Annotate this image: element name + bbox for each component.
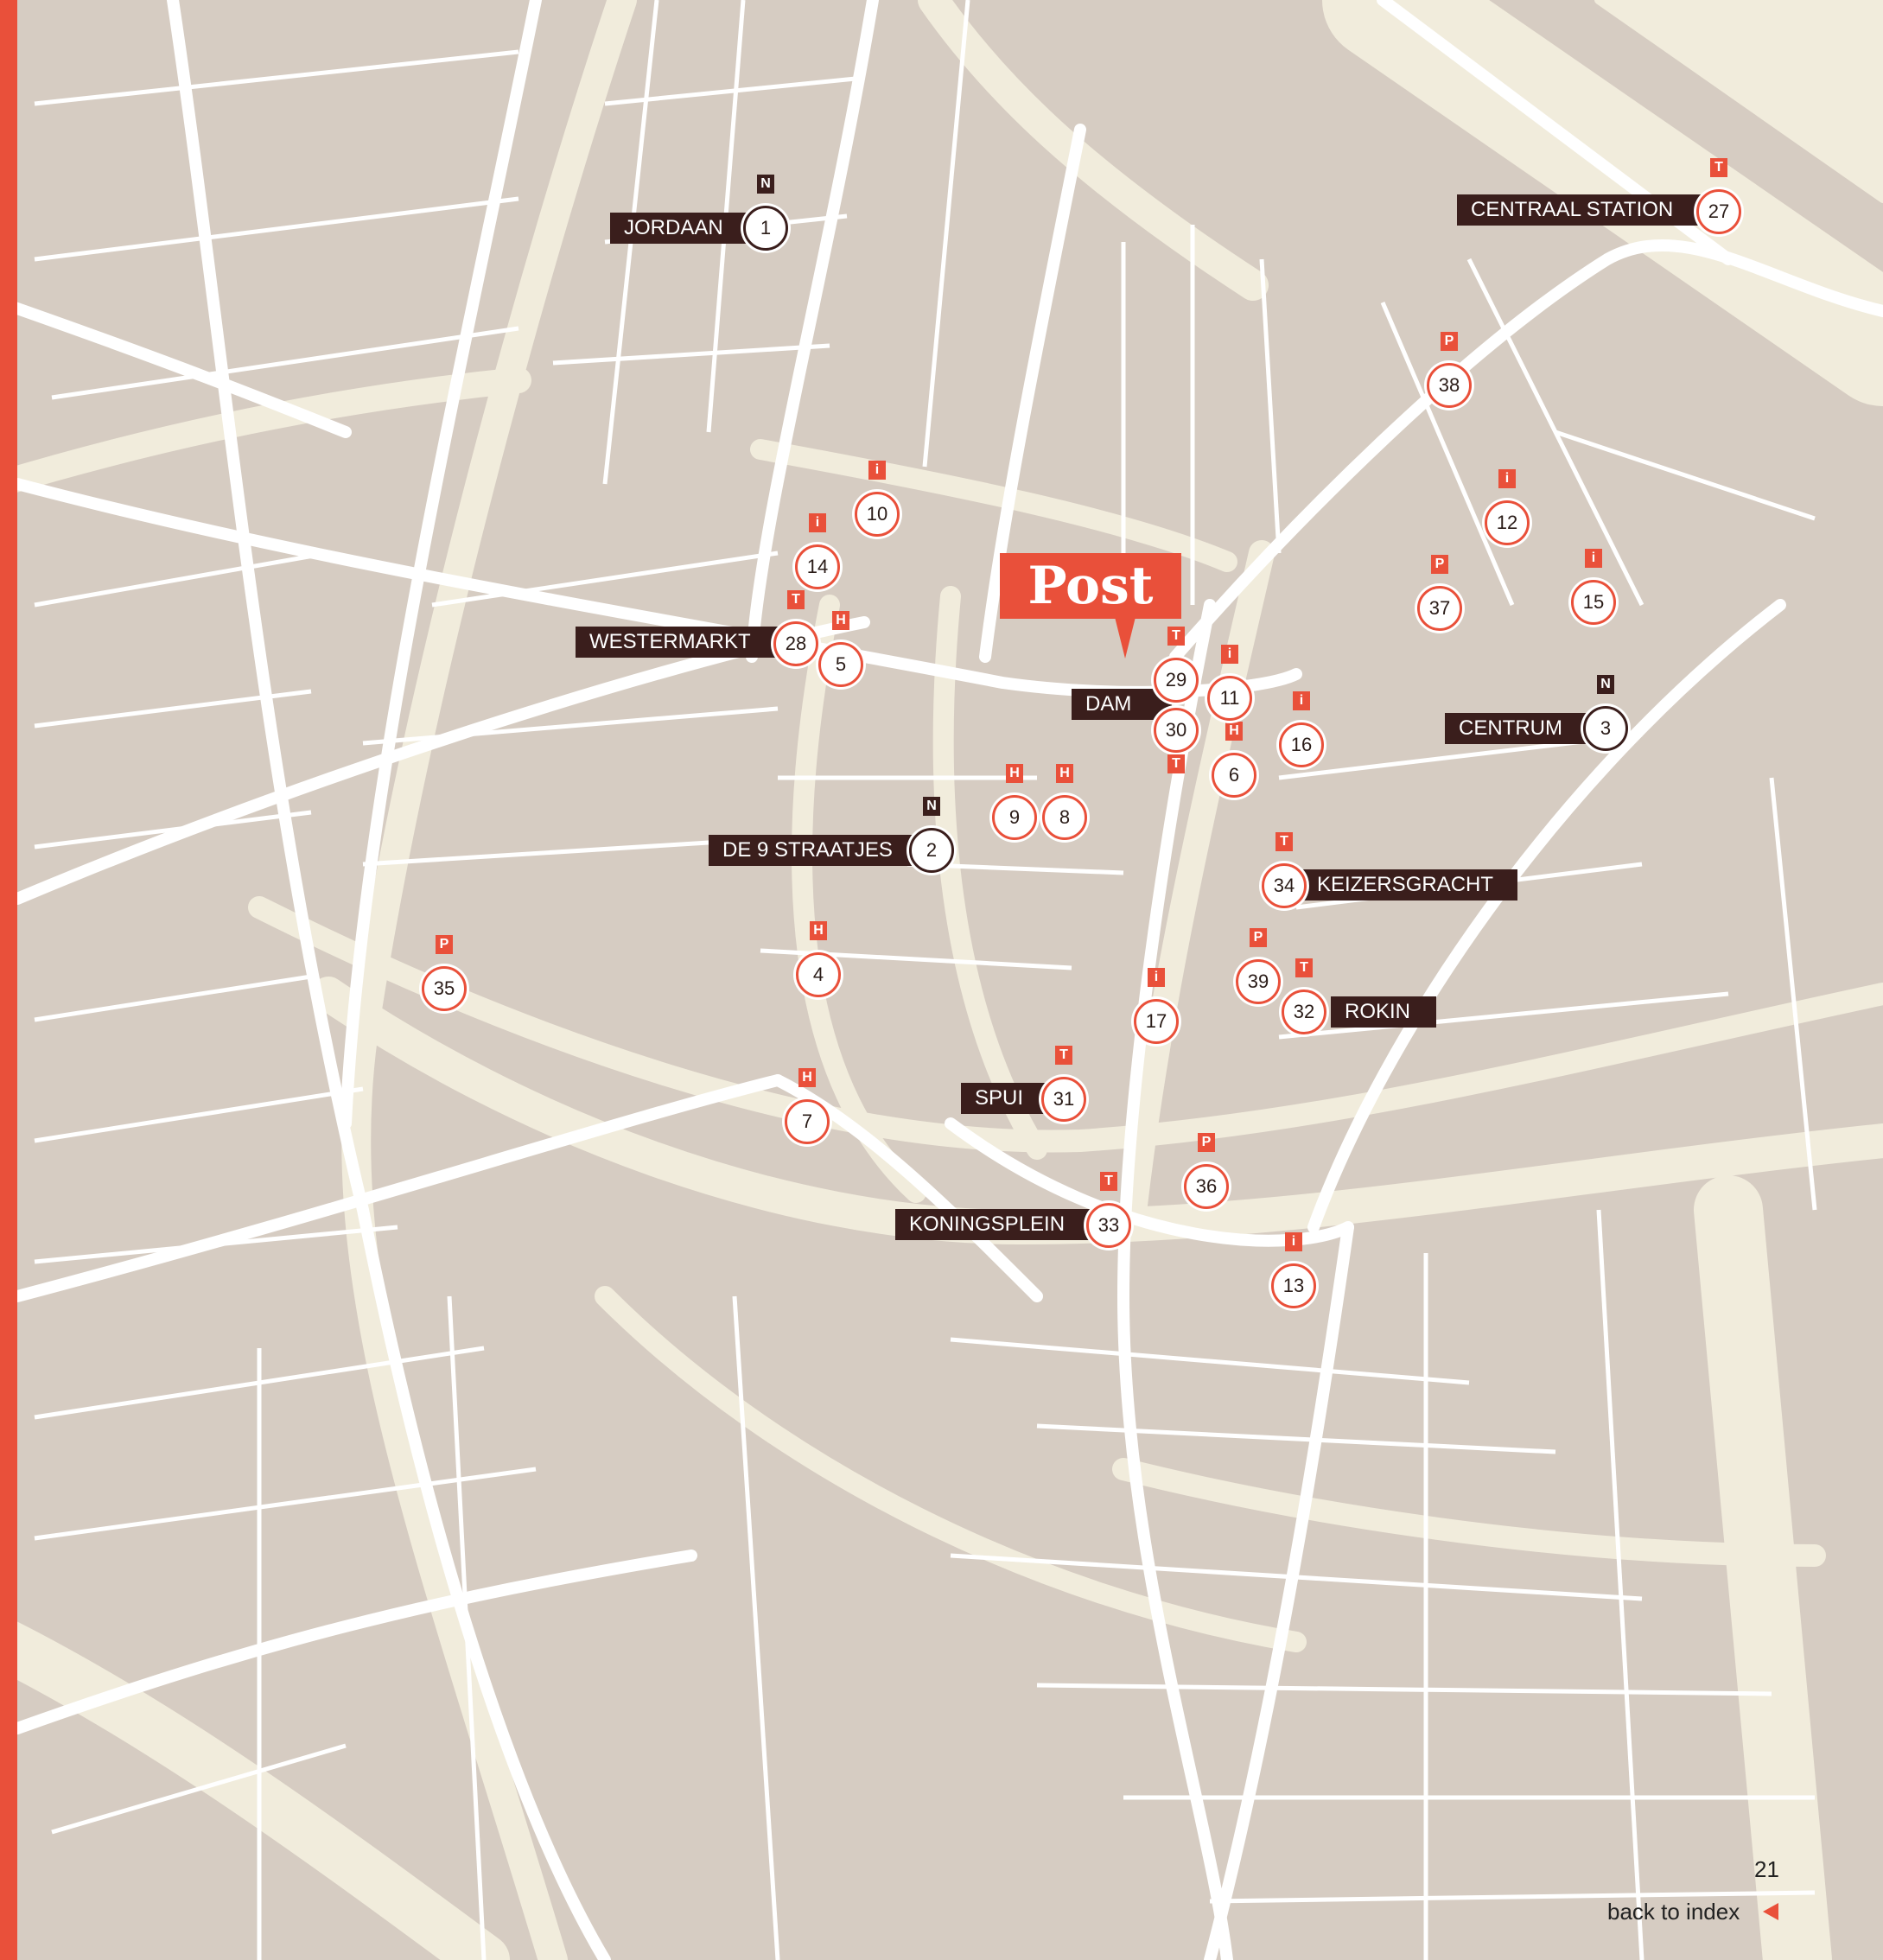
marker-number: 9 xyxy=(992,795,1037,840)
marker-number: 4 xyxy=(796,952,841,997)
left-accent-stripe xyxy=(0,0,17,1960)
marker-type-badge: N xyxy=(923,797,940,816)
back-to-index-link[interactable]: back to index xyxy=(1607,1899,1740,1925)
marker-number: 33 xyxy=(1086,1203,1131,1248)
marker-number: 28 xyxy=(773,621,818,666)
marker-number: 30 xyxy=(1154,708,1199,753)
page-number: 21 xyxy=(1754,1856,1779,1882)
marker-type-badge: i xyxy=(1221,645,1238,664)
marker-type-badge: H xyxy=(1006,764,1023,783)
marker-type-badge: N xyxy=(757,175,774,194)
marker-number: 35 xyxy=(422,966,467,1011)
marker-number: 15 xyxy=(1571,580,1616,625)
marker-type-badge: i xyxy=(1293,691,1310,710)
marker-type-badge: H xyxy=(798,1068,816,1087)
marker-type-badge: T xyxy=(1100,1172,1117,1191)
marker-number: 12 xyxy=(1485,500,1530,545)
marker-type-badge: i xyxy=(809,513,826,532)
post-pointer-icon xyxy=(1115,617,1136,659)
marker-type-badge: i xyxy=(1285,1232,1302,1251)
marker-number: 38 xyxy=(1427,363,1472,408)
label-spui: SPUI xyxy=(961,1083,1051,1114)
marker-type-badge: P xyxy=(436,935,453,954)
marker-type-badge: H xyxy=(1225,722,1243,741)
marker-type-badge: i xyxy=(1498,469,1516,488)
label-westermarkt: WESTERMARKT xyxy=(576,627,790,658)
label-centraal-station: CENTRAAL STATION xyxy=(1457,194,1716,226)
marker-type-badge: P xyxy=(1431,555,1448,574)
marker-type-badge: T xyxy=(1710,158,1727,177)
marker-number: 6 xyxy=(1212,753,1256,798)
marker-number: 13 xyxy=(1271,1263,1316,1308)
marker-type-badge: i xyxy=(868,461,886,480)
marker-type-badge: H xyxy=(1056,764,1073,783)
post-logo: Post xyxy=(1000,553,1181,619)
marker-number: 8 xyxy=(1042,795,1087,840)
marker-number: 7 xyxy=(785,1099,830,1144)
marker-number: 1 xyxy=(743,206,788,251)
marker-number: 5 xyxy=(818,642,863,687)
marker-number: 36 xyxy=(1184,1164,1229,1209)
marker-number: 32 xyxy=(1282,990,1326,1034)
label-rokin: ROKIN xyxy=(1331,996,1436,1028)
marker-type-badge: T xyxy=(1295,958,1313,977)
marker-number: 34 xyxy=(1262,863,1307,908)
marker-number: 27 xyxy=(1696,189,1741,234)
marker-type-badge: H xyxy=(832,611,849,630)
marker-number: 10 xyxy=(855,492,900,537)
label-centrum: CENTRUM xyxy=(1445,713,1600,744)
back-arrow-icon[interactable] xyxy=(1763,1903,1778,1920)
marker-number: 29 xyxy=(1154,658,1199,703)
marker-type-badge: T xyxy=(787,590,805,609)
marker-number: 17 xyxy=(1134,999,1179,1044)
marker-number: 11 xyxy=(1207,676,1252,721)
marker-number: 39 xyxy=(1236,959,1281,1004)
marker-type-badge: T xyxy=(1275,832,1293,851)
label-jordaan: JORDAAN xyxy=(610,213,767,244)
marker-number: 14 xyxy=(795,544,840,589)
marker-type-badge: H xyxy=(810,921,827,940)
label-dam: DAM xyxy=(1072,689,1172,720)
marker-type-badge: T xyxy=(1167,627,1185,646)
marker-number: 31 xyxy=(1041,1077,1086,1122)
marker-type-badge: P xyxy=(1441,332,1458,351)
label-koningsplein: KONINGSPLEIN xyxy=(895,1209,1111,1240)
label-de-9-straatjes: DE 9 STRAATJES xyxy=(709,835,937,866)
marker-type-badge: N xyxy=(1597,675,1614,694)
marker-type-badge: P xyxy=(1250,928,1267,947)
marker-type-badge: T xyxy=(1167,754,1185,773)
marker-number: 16 xyxy=(1279,722,1324,767)
marker-type-badge: i xyxy=(1585,549,1602,568)
marker-type-badge: i xyxy=(1148,968,1165,987)
marker-type-badge: P xyxy=(1198,1133,1215,1152)
label-keizersgracht: KEIZERSGRACHT xyxy=(1303,869,1517,900)
marker-type-badge: T xyxy=(1055,1046,1072,1065)
marker-number: 2 xyxy=(909,828,954,873)
marker-number: 3 xyxy=(1583,706,1628,751)
marker-number: 37 xyxy=(1417,586,1462,631)
